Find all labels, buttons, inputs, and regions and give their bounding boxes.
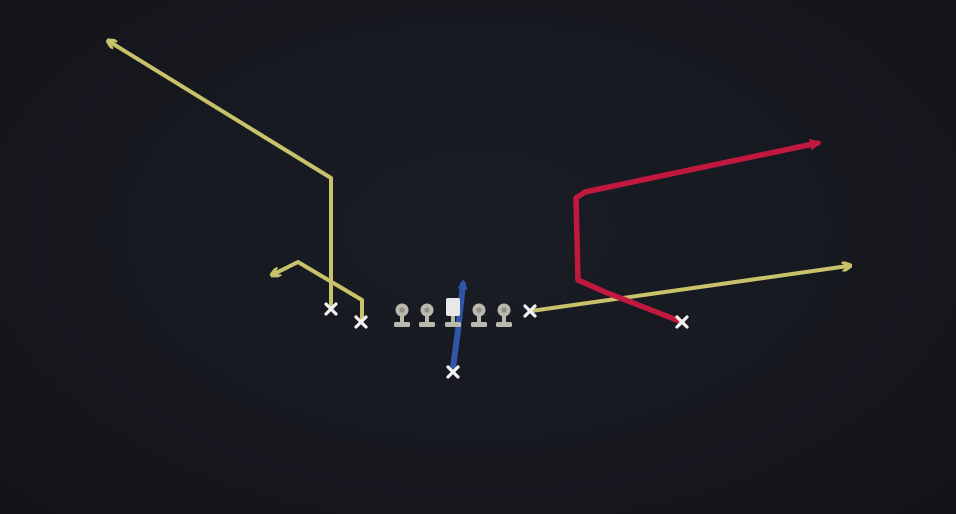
x-icon (324, 302, 338, 316)
route-post-corner-left (110, 42, 333, 308)
lineman-icon (394, 303, 410, 327)
x-icon (446, 365, 460, 379)
route-drag-right (529, 266, 848, 313)
x-icon (523, 304, 537, 318)
center-icon (445, 298, 461, 327)
route-whip-out-left (274, 260, 364, 320)
lineman-icon (471, 303, 487, 327)
x-icon (675, 315, 689, 329)
route-hot-out-and-up (573, 138, 822, 325)
lineman-icon (496, 303, 512, 327)
offensive-line (394, 298, 512, 327)
x-icon (354, 315, 368, 329)
route-qb-drop (450, 279, 468, 371)
lineman-icon (419, 303, 435, 327)
